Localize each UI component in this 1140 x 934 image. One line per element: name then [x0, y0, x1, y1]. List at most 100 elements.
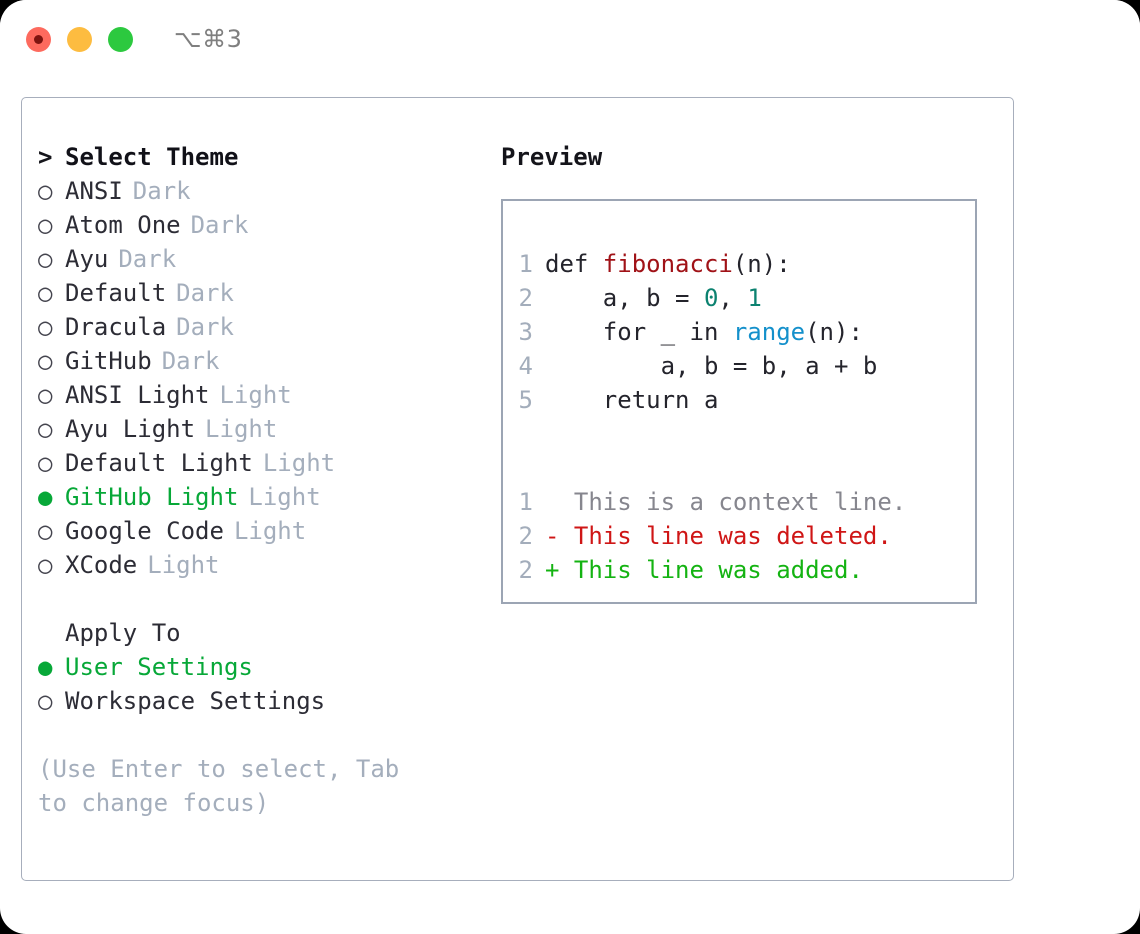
- theme-variant: Dark: [161, 347, 220, 375]
- line-number: 4: [518, 352, 533, 380]
- zoom-button[interactable]: [108, 26, 133, 52]
- radio-selected-icon[interactable]: ●: [38, 653, 53, 681]
- theme-name: ANSI Light: [65, 381, 210, 409]
- theme-list-header: > Select Theme: [38, 140, 487, 174]
- theme-selector-column: > Select Theme ○ ANSI Dark ○ Atom One Da…: [22, 140, 487, 820]
- code-content: return a: [545, 383, 719, 417]
- radio-icon[interactable]: ○: [38, 211, 53, 239]
- theme-variant: Light: [248, 483, 321, 511]
- code-line: 3 for _ in range(n):: [503, 315, 975, 349]
- diff-sign: +: [545, 556, 560, 584]
- diff-line-deleted: 2 - This line was deleted.: [503, 519, 975, 553]
- theme-name: ANSI: [65, 177, 123, 205]
- theme-variant: Light: [219, 381, 292, 409]
- code-content: for _ in range(n):: [545, 315, 863, 349]
- theme-option-ayu-light[interactable]: ○ Ayu Light Light: [38, 412, 487, 446]
- theme-variant: Dark: [176, 313, 234, 341]
- diff-line-added: 2 + This line was added.: [503, 553, 975, 587]
- theme-variant: Dark: [176, 279, 234, 307]
- spacer-icon: [38, 616, 65, 650]
- preview-title: Preview: [501, 143, 603, 171]
- code-line: 2 a, b = 0, 1: [503, 281, 975, 315]
- code-token-function: fibonacci: [602, 250, 733, 278]
- diff-line-context: 1 This is a context line.: [503, 485, 975, 519]
- line-number: 2: [518, 284, 533, 312]
- radio-icon[interactable]: ○: [38, 347, 53, 375]
- radio-icon[interactable]: ○: [38, 381, 53, 409]
- keyboard-shortcut-label: ⌥⌘3: [174, 25, 243, 53]
- radio-icon[interactable]: ○: [38, 687, 53, 715]
- code-line: 4 a, b = b, a + b: [503, 349, 975, 383]
- theme-option-dracula[interactable]: ○ Dracula Dark: [38, 310, 487, 344]
- apply-to-header-label: Apply To: [65, 619, 181, 647]
- code-token: ,: [718, 284, 748, 312]
- radio-selected-icon[interactable]: ●: [38, 483, 53, 511]
- title-bar: ⌥⌘3: [0, 0, 1140, 78]
- main-panel: > Select Theme ○ ANSI Dark ○ Atom One Da…: [21, 97, 1014, 881]
- code-content: a, b = b, a + b: [545, 349, 878, 383]
- theme-name: Google Code: [65, 517, 224, 545]
- theme-name: Ayu: [65, 245, 109, 273]
- apply-to-option-user-settings[interactable]: ● User Settings: [38, 650, 487, 684]
- keyboard-hint-text: (Use Enter to select, Tab to change focu…: [38, 755, 400, 817]
- theme-variant: Dark: [190, 211, 249, 239]
- diff-sign: -: [545, 522, 560, 550]
- line-number: 1: [518, 250, 533, 278]
- theme-name: Ayu Light: [65, 415, 196, 443]
- theme-list-header-label: Select Theme: [65, 143, 239, 171]
- radio-icon[interactable]: ○: [38, 245, 53, 273]
- code-preview-box: 1 def fibonacci(n): 2 a, b = 0, 1 3 for …: [501, 199, 977, 604]
- code-spacer: [503, 451, 975, 485]
- theme-option-ansi-light[interactable]: ○ ANSI Light Light: [38, 378, 487, 412]
- close-button[interactable]: [26, 26, 51, 52]
- radio-icon[interactable]: ○: [38, 279, 53, 307]
- theme-option-default[interactable]: ○ Default Dark: [38, 276, 487, 310]
- code-token-number: 0: [703, 284, 719, 312]
- theme-option-default-light[interactable]: ○ Default Light Light: [38, 446, 487, 480]
- diff-content: This line was deleted.: [559, 522, 892, 550]
- code-content: a, b = 0, 1: [545, 281, 762, 315]
- theme-name: GitHub: [65, 347, 152, 375]
- minimize-button[interactable]: [67, 26, 92, 52]
- theme-option-google-code[interactable]: ○ Google Code Light: [38, 514, 487, 548]
- code-token-call: range: [732, 318, 806, 346]
- radio-icon[interactable]: ○: [38, 517, 53, 545]
- theme-variant: Dark: [132, 177, 191, 205]
- caret-icon: >: [38, 143, 53, 171]
- code-line: 1 def fibonacci(n):: [503, 247, 975, 281]
- theme-name: Default: [65, 279, 167, 307]
- theme-variant: Light: [147, 551, 220, 579]
- apply-to-label: User Settings: [65, 653, 253, 681]
- code-token: a, b = b, a + b: [545, 352, 878, 380]
- radio-icon[interactable]: ○: [38, 449, 53, 477]
- theme-option-github-light[interactable]: ● GitHub Light Light: [38, 480, 487, 514]
- traffic-light-group: [26, 26, 133, 52]
- code-token: def: [545, 250, 603, 278]
- code-token: for _ in: [545, 318, 733, 346]
- diff-content: This is a context line.: [559, 488, 907, 516]
- theme-variant: Light: [205, 415, 278, 443]
- preview-column: Preview 1 def fibonacci(n): 2 a, b = 0, …: [487, 140, 1013, 820]
- theme-option-ansi[interactable]: ○ ANSI Dark: [38, 174, 487, 208]
- code-token: return a: [545, 386, 719, 414]
- theme-name: Default Light: [65, 449, 253, 477]
- theme-option-atom-one[interactable]: ○ Atom One Dark: [38, 208, 487, 242]
- code-token: a, b =: [545, 284, 704, 312]
- list-spacer: [38, 582, 487, 616]
- apply-to-label: Workspace Settings: [65, 687, 326, 715]
- apply-to-option-workspace-settings[interactable]: ○ Workspace Settings: [38, 684, 487, 718]
- theme-option-github-dark[interactable]: ○ GitHub Dark: [38, 344, 487, 378]
- theme-name: Dracula: [65, 313, 167, 341]
- radio-icon[interactable]: ○: [38, 415, 53, 443]
- line-number: 1: [518, 488, 533, 516]
- code-line: 5 return a: [503, 383, 975, 417]
- radio-icon[interactable]: ○: [38, 313, 53, 341]
- theme-variant: Dark: [118, 245, 177, 273]
- code-token-number: 1: [747, 284, 762, 312]
- theme-option-ayu[interactable]: ○ Ayu Dark: [38, 242, 487, 276]
- code-token: (n):: [805, 318, 863, 346]
- theme-option-xcode[interactable]: ○ XCode Light: [38, 548, 487, 582]
- radio-icon[interactable]: ○: [38, 177, 53, 205]
- radio-icon[interactable]: ○: [38, 551, 53, 579]
